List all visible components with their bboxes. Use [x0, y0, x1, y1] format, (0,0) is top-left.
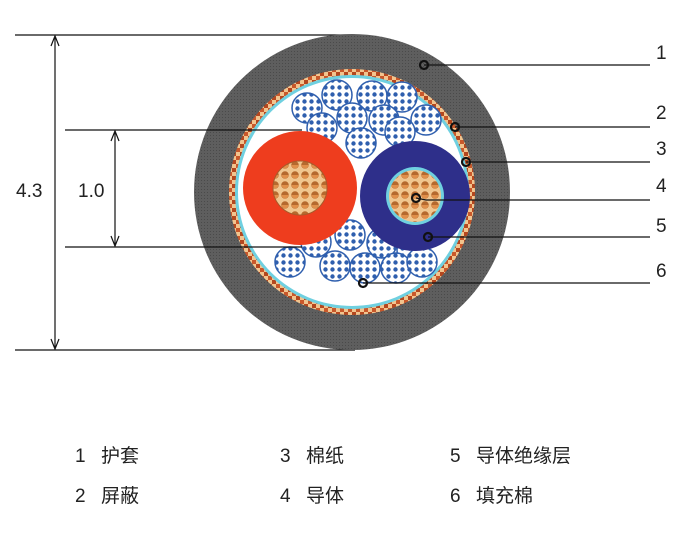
filler-strand	[410, 104, 442, 136]
dimension-inner-label: 1.0	[78, 181, 104, 202]
callout-dot-6	[357, 277, 369, 289]
callout-label-1: 1	[656, 43, 667, 64]
callout-dot-4	[410, 192, 422, 204]
filler-strand	[380, 252, 412, 284]
filler-strand	[345, 127, 377, 159]
callout-dot-2	[449, 121, 461, 133]
callout-label-2: 2	[656, 103, 667, 124]
callout-dot-1	[418, 59, 430, 71]
callout-dot-3	[460, 156, 472, 168]
filler-strand	[386, 81, 418, 113]
filler-strand	[321, 79, 353, 111]
filler-strand	[319, 250, 351, 282]
callout-dot-5	[422, 231, 434, 243]
callout-label-5: 5	[656, 216, 667, 237]
filler-strand	[334, 219, 366, 251]
conductor-blue	[389, 170, 441, 222]
dimension-outer-label: 4.3	[16, 181, 42, 202]
filler-strand	[406, 246, 438, 278]
callout-label-3: 3	[656, 139, 667, 160]
dimension-outer	[15, 34, 355, 351]
filler-strand	[274, 246, 306, 278]
callout-label-6: 6	[656, 261, 667, 282]
conductor-red	[272, 160, 328, 216]
callout-label-4: 4	[656, 176, 667, 197]
dimension-inner	[65, 129, 302, 248]
